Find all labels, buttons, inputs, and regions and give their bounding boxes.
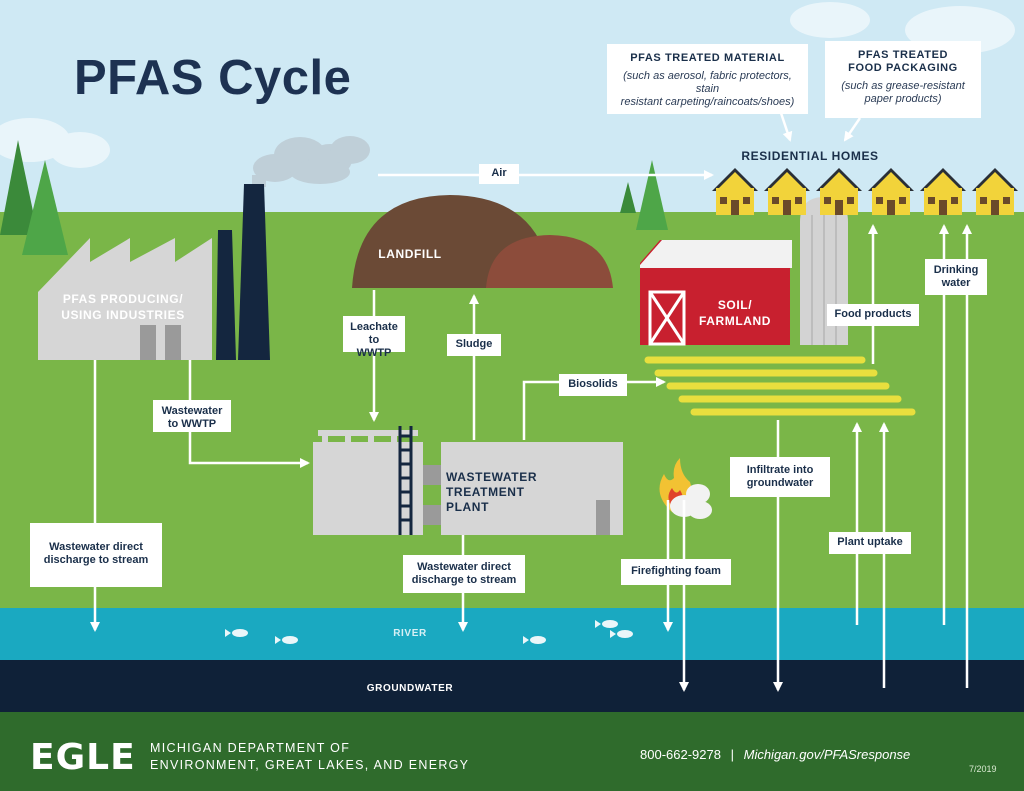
house-icon (920, 168, 966, 215)
callout-treated-material-detail: (such as aerosol, fabric protectors, sta… (620, 70, 795, 108)
leachate-label: Leachate to WWTP (343, 316, 405, 359)
treatment-plant-icon (313, 426, 623, 535)
callout-treated-material-heading: PFAS TREATED MATERIAL (630, 52, 785, 64)
farmland-label: SOIL/ FARMLAND (698, 298, 772, 328)
house-icon (868, 168, 914, 215)
callout-treated-material: PFAS TREATED MATERIAL (such as aerosol, … (607, 44, 808, 114)
department-name: MICHIGAN DEPARTMENT OF ENVIRONMENT, GREA… (150, 741, 470, 772)
residential-homes-label: RESIDENTIAL HOMES (741, 149, 879, 163)
house-icon (816, 168, 862, 215)
contact-info: 800-662-9278 | Michigan.gov/PFASresponse (640, 747, 910, 762)
smoke-cloud-icon (252, 136, 370, 187)
callout-food-packaging-heading: PFAS TREATED FOOD PACKAGING (848, 49, 958, 74)
fish-icons (225, 620, 633, 644)
callout-food-packaging-detail: (such as grease-resistant paper products… (841, 80, 965, 105)
callout-food-packaging: PFAS TREATED FOOD PACKAGING (such as gre… (825, 41, 981, 118)
publication-date: 7/2019 (969, 764, 997, 774)
landfill-label: LANDFILL (378, 247, 442, 261)
wastewater-to-wwtp-arrow (188, 360, 310, 468)
groundwater-label: GROUNDWATER (366, 683, 454, 694)
wastewater-to-wwtp-label: Wastewater to WWTP (153, 400, 231, 432)
website-link[interactable]: Michigan.gov/PFASresponse (743, 747, 911, 762)
infiltrate-label: Infiltrate into groundwater (730, 457, 830, 497)
firefighting-foam-label: Firefighting foam (621, 559, 731, 585)
wwtp-label: WASTEWATER TREATMENT PLANT (446, 470, 538, 514)
page-title: PFAS Cycle (74, 51, 352, 105)
food-packaging-arrow (843, 117, 862, 142)
factory-icon (38, 184, 270, 360)
treated-material-arrow (778, 109, 793, 142)
house-icon (712, 168, 758, 215)
barn-icon (640, 240, 792, 346)
air-label: Air (479, 164, 519, 184)
crop-rows (644, 356, 916, 416)
house-icon (972, 168, 1018, 215)
river-label: RIVER (393, 628, 427, 639)
river-band (0, 608, 1024, 662)
footer (0, 712, 1024, 791)
egle-logo: EGLE (30, 737, 136, 778)
phone-number: 800-662-9278 (640, 747, 721, 762)
house-icon (764, 168, 810, 215)
drinking-water-label: Drinking water (925, 259, 987, 295)
plant-uptake-label: Plant uptake (829, 532, 911, 554)
industry-discharge-label: Wastewater direct discharge to stream (30, 523, 162, 587)
tree-icons (0, 140, 668, 255)
groundwater-band (0, 660, 1024, 714)
sludge-label: Sludge (447, 334, 501, 356)
wwtp-discharge-label: Wastewater direct discharge to stream (403, 555, 525, 593)
contact-separator: | (730, 747, 734, 762)
industries-label: PFAS PRODUCING/ USING INDUSTRIES (61, 292, 185, 322)
landfill-icon (352, 195, 613, 288)
food-products-label: Food products (827, 304, 919, 326)
biosolids-label: Biosolids (559, 374, 627, 396)
flow-arrows (90, 109, 972, 692)
house-icons (712, 168, 1018, 215)
